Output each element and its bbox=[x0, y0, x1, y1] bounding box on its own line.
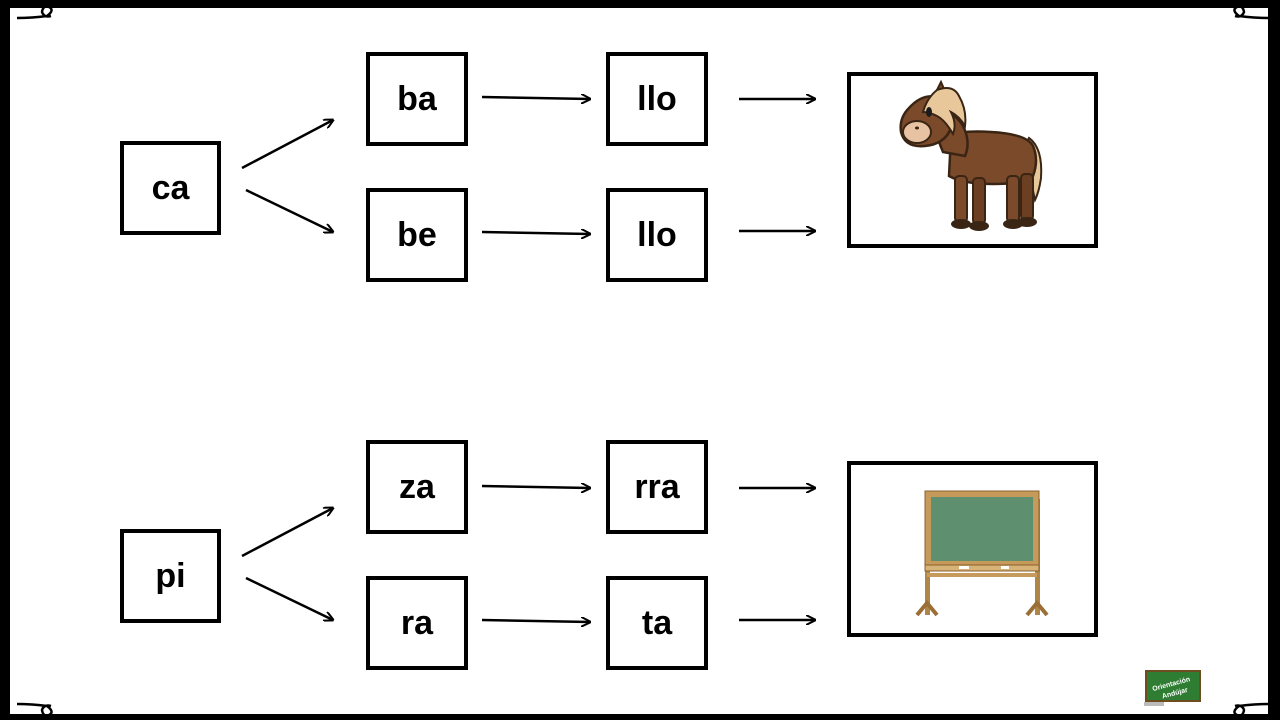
corner-swirl-top-right bbox=[1233, 5, 1270, 20]
arrow-be-to-llo bbox=[481, 232, 590, 234]
syllable-box-middle-1b: be bbox=[366, 188, 468, 282]
syllable-box-end-1b: llo bbox=[606, 188, 708, 282]
picture-box-horse bbox=[847, 72, 1098, 248]
arrow-ca-to-be bbox=[245, 188, 333, 232]
arrow-ca-to-ba bbox=[241, 120, 333, 170]
syllable-box-middle-1a: ba bbox=[366, 52, 468, 146]
picture-box-chalkboard bbox=[847, 461, 1098, 637]
arrow-ra-to-ta bbox=[481, 620, 590, 622]
arrow-ba-to-llo bbox=[481, 97, 590, 99]
syllable-box-end-2b: ta bbox=[606, 576, 708, 670]
arrow-pi-to-za bbox=[241, 508, 333, 558]
syllable-box-start-2: pi bbox=[120, 529, 221, 623]
syllable-box-end-2a: rra bbox=[606, 440, 708, 534]
corner-swirl-top-left bbox=[16, 5, 53, 20]
syllable-box-start-1: ca bbox=[120, 141, 221, 235]
syllable-box-middle-2b: ra bbox=[366, 576, 468, 670]
arrow-za-to-rra bbox=[481, 486, 590, 488]
syllable-box-end-1a: llo bbox=[606, 52, 708, 146]
orientacion-andujar-logo: Orientación Andújar bbox=[1144, 670, 1201, 706]
chalkboard-illustration bbox=[915, 490, 1049, 617]
corner-swirl-bottom-right bbox=[1233, 702, 1270, 717]
horse-illustration bbox=[899, 79, 1043, 231]
arrow-pi-to-ra bbox=[245, 576, 333, 620]
corner-swirl-bottom-left bbox=[16, 702, 53, 717]
syllable-box-middle-2a: za bbox=[366, 440, 468, 534]
